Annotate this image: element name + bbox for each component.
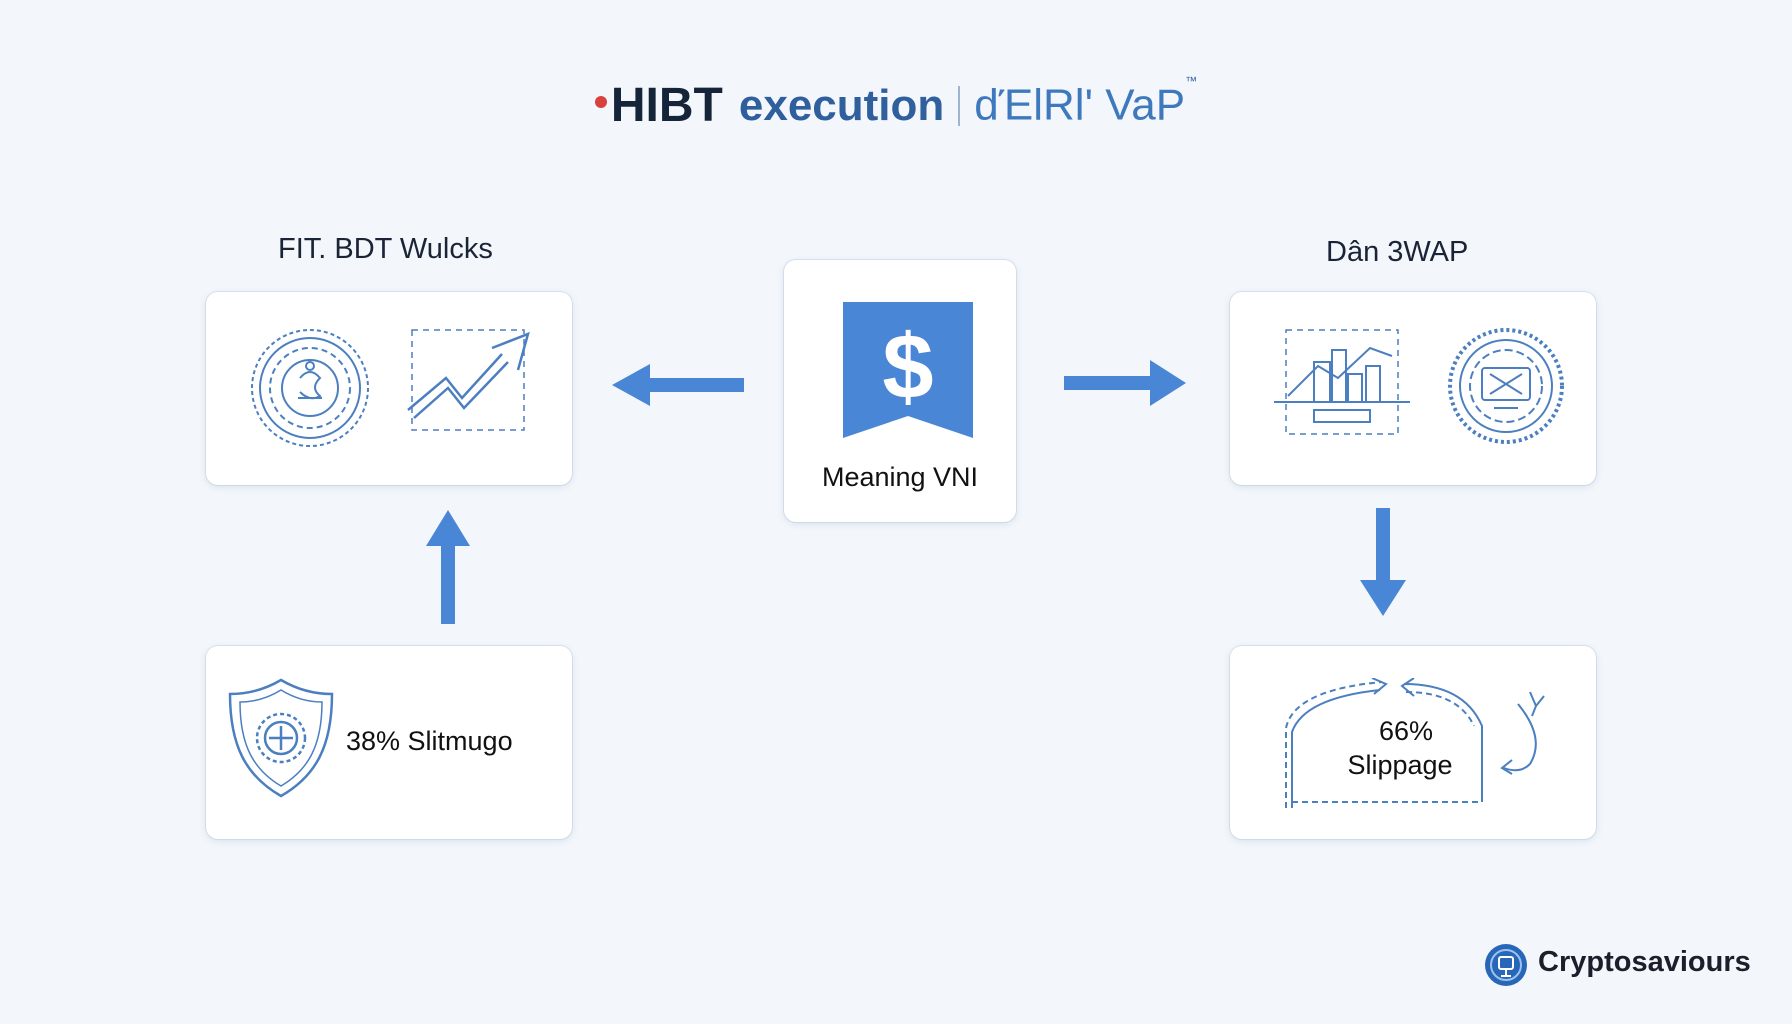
gear-seal-icon [1448,328,1564,444]
right-bottom-value: 66% [1378,716,1434,746]
slippage-arcs-icon [1285,678,1545,808]
shield-icon [228,678,334,798]
right-top-label: Dân 3WAP [1326,236,1469,268]
center-label: Meaning VNI [821,462,979,492]
dollar-bookmark-icon: $ [843,302,973,438]
title-divider [958,85,961,126]
right-bottom-text: Slippage [1347,750,1453,780]
footer-brand-name: Cryptosaviours [1538,946,1751,978]
arrow-right-icon [1064,360,1186,406]
page-title: HIBT execution dΈlRl' VaP™ [0,74,1792,133]
right-top-card [1230,292,1596,485]
title-vwap: dΈlRl' VaP [974,80,1186,130]
left-top-card [206,292,572,485]
left-bottom-card: 38% Slitmugo [206,646,572,839]
arrow-up-icon [426,510,470,624]
coin-seal-icon [251,329,369,447]
arrow-left-icon [612,364,744,406]
title-execution: execution [738,80,945,130]
center-card: $ Meaning VNI [784,260,1016,522]
trend-up-chart-icon [407,329,530,431]
brand-dot-icon [594,95,607,108]
left-top-label: FIT. BDT Wulcks [278,233,493,265]
title-brand: HIBT [610,79,723,132]
left-bottom-text: 38% Slitmugo [346,726,513,756]
trademark-mark: ™ [1185,74,1198,89]
arrow-down-icon [1360,508,1406,616]
cryptosaviours-logo-icon [1485,944,1527,986]
right-bottom-card: 66% Slippage [1230,646,1596,839]
city-chart-icon [1274,329,1410,435]
svg-text:$: $ [882,316,933,418]
